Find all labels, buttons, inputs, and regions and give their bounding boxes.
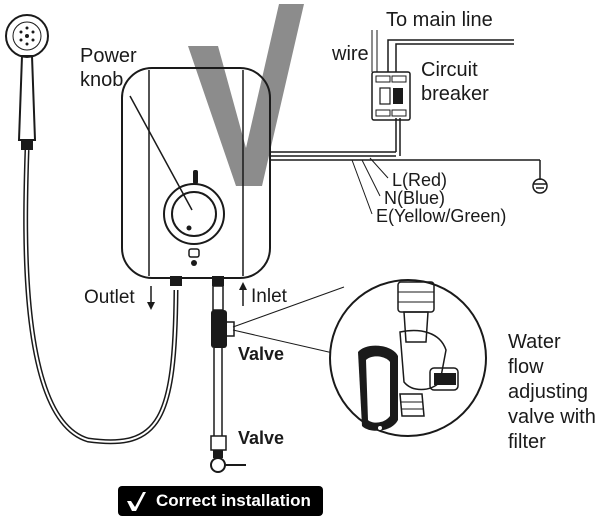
valve-detail-circle — [329, 279, 487, 437]
valve-upper-label: Valve — [238, 344, 285, 364]
outlet-arrow — [147, 286, 155, 310]
correct-installation-text: Correct installation — [154, 486, 323, 516]
water-heater-unit — [121, 67, 271, 286]
circuit-breaker-label: Circuit breaker — [421, 59, 489, 105]
valve-lower-label: Valve — [238, 428, 285, 448]
inlet-pipe — [210, 285, 246, 473]
ground-symbol — [532, 160, 548, 194]
shower-head — [5, 14, 49, 150]
wiring — [270, 118, 540, 215]
power-knob-label: Power knob — [80, 45, 137, 91]
wire-e-label: E(Yellow/Green) — [376, 206, 507, 226]
wire-n-label: N(Blue) — [384, 188, 446, 208]
lower-valve — [210, 435, 246, 473]
wire-l-label: L(Red) — [392, 170, 448, 190]
check-icon — [118, 486, 154, 516]
power-knob-leader — [129, 95, 193, 211]
water-flow-valve-label: Water flow adjusting valve with filter — [508, 331, 596, 453]
main-line-wires — [371, 30, 514, 72]
correct-installation-badge: Correct installation — [118, 486, 323, 516]
correct-check-mark — [188, 4, 304, 186]
upper-valve — [211, 310, 235, 348]
zoom-callout-upper — [232, 286, 345, 328]
inlet-label: Inlet — [251, 286, 287, 307]
inlet-arrow — [239, 282, 247, 306]
zoom-callout-lower — [232, 329, 334, 354]
outlet-label: Outlet — [84, 287, 135, 308]
power-knob — [163, 183, 225, 245]
to-main-line-label: To main line — [386, 9, 493, 31]
circuit-breaker — [371, 71, 411, 121]
wire-label: wire — [332, 43, 369, 65]
